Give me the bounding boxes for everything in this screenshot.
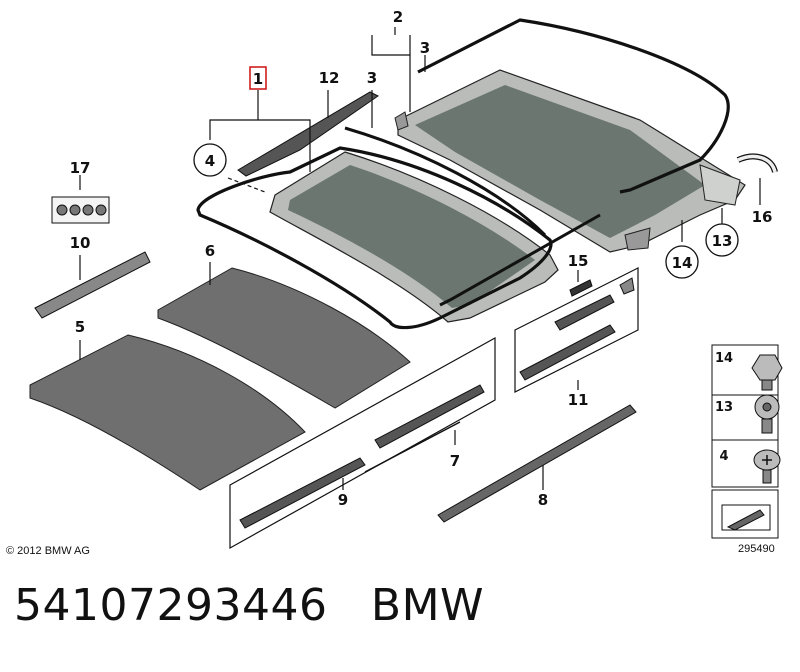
highlight-box: [249, 66, 267, 90]
callout-2: 2: [393, 8, 403, 26]
footer-caption: 54107293446 BMW: [14, 580, 794, 650]
callout-6: 6: [205, 242, 215, 260]
parts-diagram: 1 2 3 3 12 4 17 10 5 6 7 9 8 11 15 16 14…: [6, 8, 783, 557]
callout-3-top: 3: [420, 39, 430, 57]
screw-4-icon: [753, 449, 781, 484]
fastener-legend: 14 13 4: [711, 344, 783, 539]
callout-13: 13: [712, 232, 733, 250]
callout-7: 7: [450, 452, 460, 470]
callout-15: 15: [568, 252, 589, 270]
callout-4: 4: [205, 152, 215, 170]
callout-5: 5: [75, 318, 85, 336]
footer-spacer: [327, 580, 370, 631]
brand-name: BMW: [370, 580, 485, 631]
callout-12: 12: [319, 69, 340, 87]
legend-13: 13: [715, 400, 733, 415]
legend-14: 14: [715, 351, 733, 366]
mechanism-box: [514, 267, 639, 393]
headliner-rear: [29, 334, 306, 491]
clip-13-icon: [754, 394, 780, 434]
part-number: 54107293446: [14, 580, 328, 631]
callout-8: 8: [538, 491, 548, 509]
copyright: © 2012 BMW AG: [6, 545, 90, 557]
rear-guide-strip: [439, 213, 601, 307]
direction-arrow-icon: [721, 504, 771, 531]
callout-10: 10: [70, 234, 91, 252]
callout-1: 1: [253, 70, 263, 88]
leader-lines: [79, 27, 761, 490]
callout-9: 9: [338, 491, 348, 509]
callout-14: 14: [672, 254, 693, 272]
callout-14-circle: [665, 245, 699, 279]
guide-strip: [344, 126, 547, 237]
callout-13-circle: [705, 223, 739, 257]
rear-sunroof-frame: [394, 69, 746, 253]
drain-seal-strip: [437, 404, 637, 523]
callout-3-front: 3: [367, 69, 377, 87]
rails-box: [229, 336, 496, 550]
callout-4-circle: [193, 143, 227, 177]
front-bracket: [34, 251, 151, 319]
rear-seal: [417, 18, 730, 194]
legend-4: 4: [719, 449, 728, 464]
clips-group: [51, 196, 110, 224]
drawing-number: 295490: [738, 543, 775, 555]
wind-deflector-strip: [237, 91, 379, 177]
headliner-front: [157, 267, 411, 409]
callout-17: 17: [70, 159, 91, 177]
front-seal: [196, 146, 553, 330]
callout-11: 11: [568, 391, 589, 409]
clip-14-icon: [751, 354, 783, 391]
callout-16: 16: [752, 208, 773, 226]
